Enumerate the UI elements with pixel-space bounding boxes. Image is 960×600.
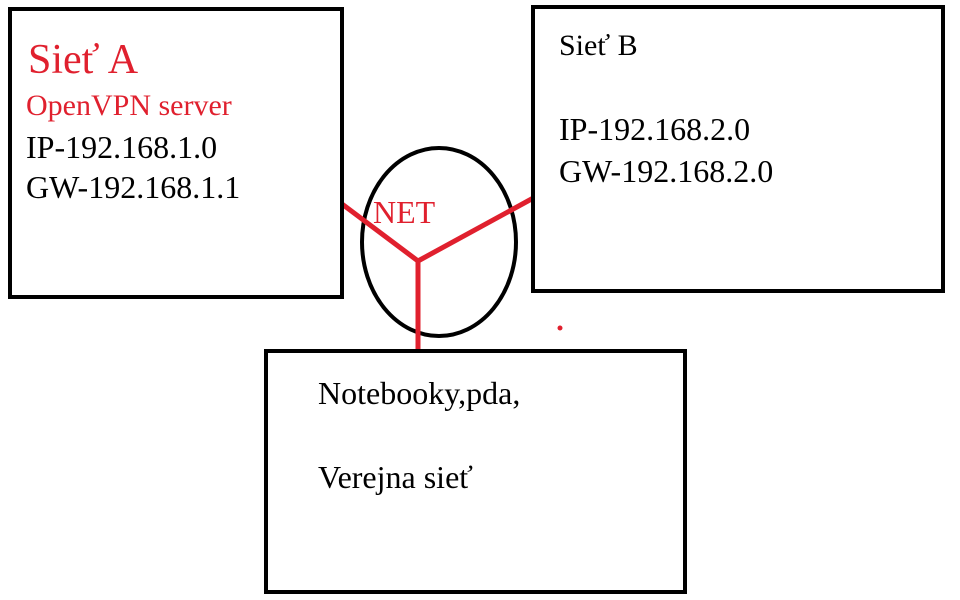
network-b-title: Sieť B [559, 29, 638, 62]
network-b-ip: IP-192.168.2.0 [559, 111, 751, 147]
network-b-gateway: GW-192.168.2.0 [559, 153, 774, 189]
network-a-gateway: GW-192.168.1.1 [26, 169, 241, 205]
network-a-title: Sieť A [28, 37, 139, 83]
public-network-devices: Notebooky,pda, [318, 375, 521, 411]
network-a-ip: IP-192.168.1.0 [26, 129, 218, 165]
internet-cloud-ellipse [360, 146, 518, 338]
public-network-box: Notebooky,pda, Verejna sieť [264, 349, 687, 594]
internet-label: NET [373, 194, 436, 230]
stray-dot [557, 325, 563, 331]
public-network-label: Verejna sieť [318, 459, 473, 495]
network-a-subtitle: OpenVPN server [26, 89, 232, 122]
network-a-box: Sieť A OpenVPN server IP-192.168.1.0 GW-… [8, 7, 344, 299]
network-b-box: Sieť B IP-192.168.2.0 GW-192.168.2.0 [531, 5, 945, 293]
link-to-network-b [416, 193, 539, 264]
link-to-network-a [336, 199, 420, 263]
